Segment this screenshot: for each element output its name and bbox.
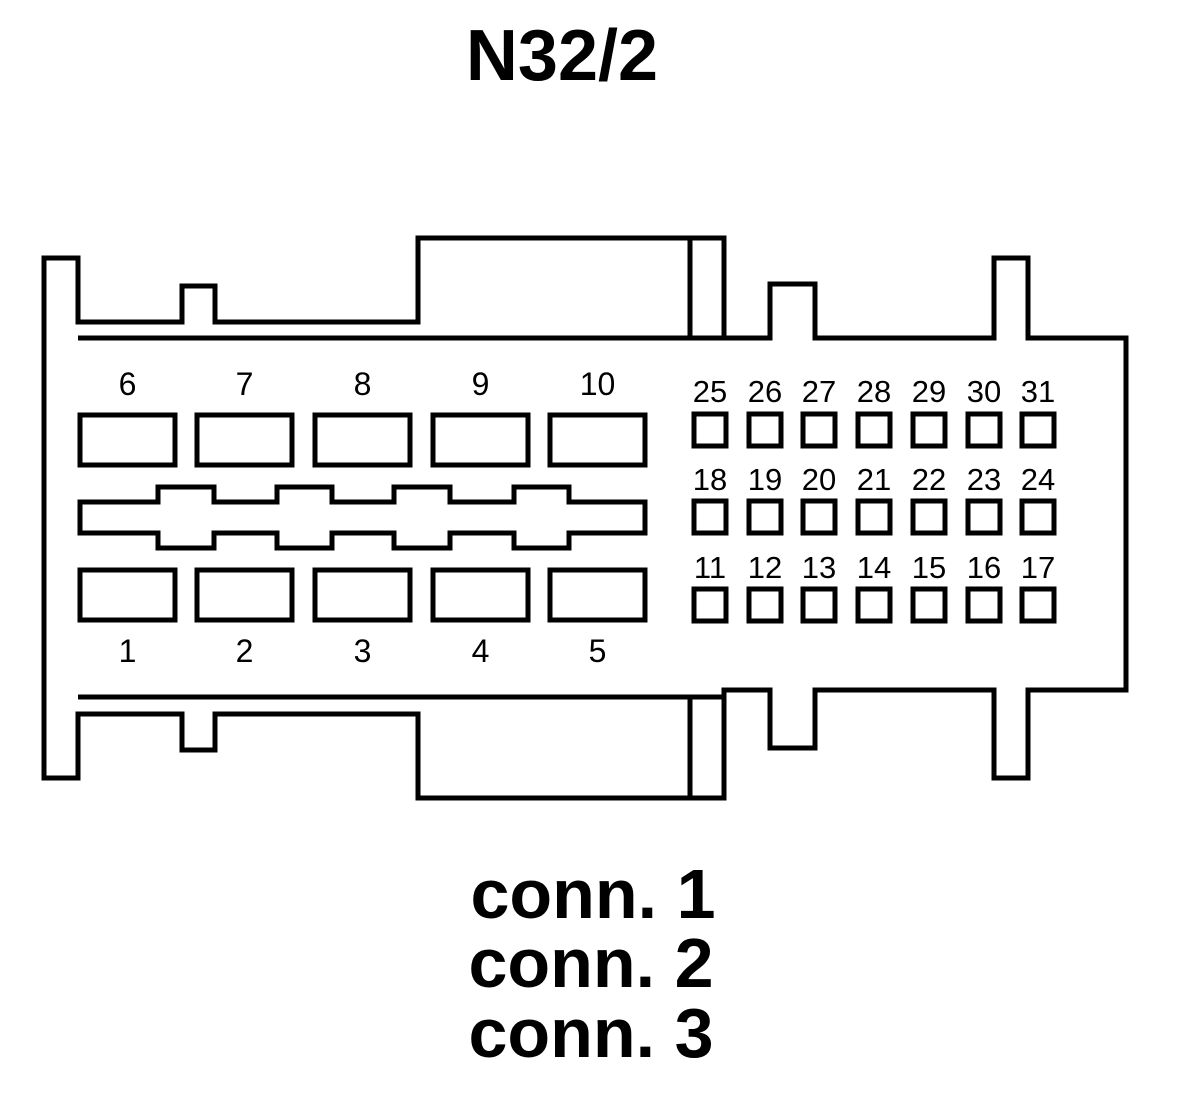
pin-label-25: 25: [693, 374, 727, 409]
pin-cavity-10: [547, 412, 648, 468]
pin-label-24: 24: [1021, 462, 1055, 497]
pin-label-4: 4: [472, 633, 490, 669]
pin-cavity-29: [910, 411, 948, 449]
pin-label-7: 7: [236, 366, 254, 402]
pin-cavity-11: [691, 586, 729, 624]
pin-cavity-22: [910, 498, 948, 536]
connector-housing: [41, 235, 1129, 801]
pin-label-19: 19: [748, 462, 782, 497]
pin-label-10: 10: [580, 366, 616, 402]
pin-label-3: 3: [354, 633, 372, 669]
pin-label-16: 16: [967, 550, 1001, 585]
pin-cavity-26: [746, 411, 784, 449]
pin-cavity-4: [430, 567, 531, 623]
pin-cavity-12: [746, 586, 784, 624]
pin-cavity-7: [194, 412, 295, 468]
pin-label-8: 8: [354, 366, 372, 402]
pin-label-26: 26: [748, 374, 782, 409]
pin-label-31: 31: [1021, 374, 1055, 409]
page-title: N32/2: [466, 16, 658, 96]
pin-label-11: 11: [694, 550, 726, 585]
pin-label-21: 21: [857, 462, 891, 497]
pin-label-30: 30: [967, 374, 1001, 409]
pin-label-2: 2: [236, 633, 254, 669]
pin-cavity-31: [1019, 411, 1057, 449]
pin-cavity-14: [855, 586, 893, 624]
connector-label-2: conn. 2: [468, 924, 713, 1002]
pin-label-23: 23: [967, 462, 1001, 497]
pin-label-15: 15: [912, 550, 946, 585]
pin-label-17: 17: [1021, 550, 1055, 585]
pin-cavity-30: [965, 411, 1003, 449]
pin-label-22: 22: [912, 462, 946, 497]
large-pins-top: 6 7 8 9 10: [77, 366, 648, 468]
pin-cavity-25: [691, 411, 729, 449]
pin-cavity-18: [691, 498, 729, 536]
large-pins-bottom: 1 2 3 4 5: [77, 567, 648, 669]
pin-label-6: 6: [119, 366, 137, 402]
pin-cavity-16: [965, 586, 1003, 624]
pin-label-13: 13: [802, 550, 836, 585]
pin-label-1: 1: [119, 633, 137, 669]
pin-cavity-15: [910, 586, 948, 624]
connector-label-3: conn. 3: [468, 994, 713, 1072]
pin-cavity-2: [194, 567, 295, 623]
pin-label-28: 28: [857, 374, 891, 409]
pin-cavity-28: [855, 411, 893, 449]
small-pins-grid: 25 26 27 28 29 30 31 18 19 20 21 22 23 24 11 12 13 14 15 16…: [691, 374, 1057, 624]
pin-cavity-3: [312, 567, 413, 623]
pin-label-18: 18: [693, 462, 727, 497]
pin-label-29: 29: [912, 374, 946, 409]
pin-cavity-24: [1019, 498, 1057, 536]
pin-label-14: 14: [857, 550, 891, 585]
pin-cavity-19: [746, 498, 784, 536]
pin-cavity-20: [800, 498, 838, 536]
pin-label-9: 9: [472, 366, 490, 402]
pin-cavity-23: [965, 498, 1003, 536]
pin-label-5: 5: [589, 633, 607, 669]
connector-label-1: conn. 1: [470, 855, 715, 933]
pin-cavity-5: [547, 567, 648, 623]
pin-label-27: 27: [802, 374, 836, 409]
pin-cavity-6: [77, 412, 178, 468]
pin-cavity-21: [855, 498, 893, 536]
pin-cavity-1: [77, 567, 178, 623]
pin-cavity-27: [800, 411, 838, 449]
pin-label-20: 20: [802, 462, 836, 497]
pin-cavity-8: [312, 412, 413, 468]
pin-cavity-17: [1019, 586, 1057, 624]
key-rail: [77, 484, 648, 551]
pin-cavity-13: [800, 586, 838, 624]
pin-cavity-9: [430, 412, 531, 468]
pin-label-12: 12: [748, 550, 782, 585]
